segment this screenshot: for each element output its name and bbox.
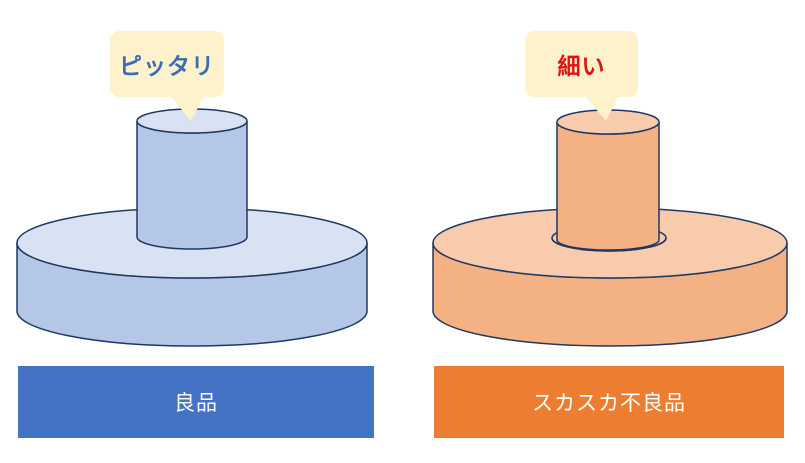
defect-pin-body <box>556 121 660 251</box>
label-bar-good: 良品 <box>18 366 374 438</box>
bubble-label-defect: 細い <box>557 53 606 79</box>
figure-defect-shapes <box>432 109 788 347</box>
bar-label-defect: スカスカ不良品 <box>532 392 686 415</box>
figure-good-shapes <box>16 108 368 347</box>
defect-hole-front-arc <box>551 237 667 252</box>
speech-bubble-good: ピッタリ <box>110 31 224 121</box>
good-pin-body <box>136 120 248 250</box>
speech-bubble-defect: 細い <box>525 31 638 121</box>
bar-label-good: 良品 <box>174 392 218 415</box>
bubble-label-good: ピッタリ <box>119 53 215 79</box>
label-bar-defect: スカスカ不良品 <box>434 366 784 438</box>
